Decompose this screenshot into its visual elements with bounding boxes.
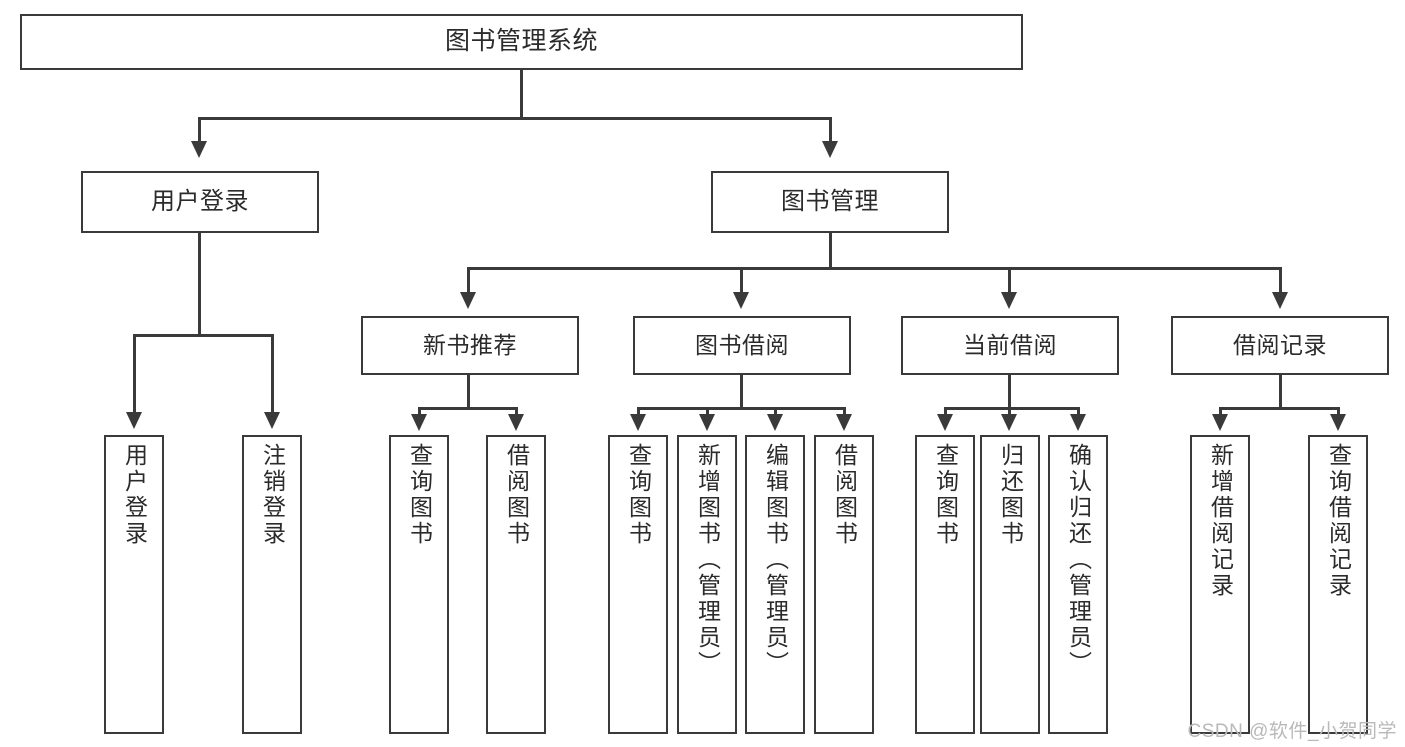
watermark-text: CSDN @软件_小贺同学: [1187, 721, 1397, 742]
connector-book-manage-stem: [829, 233, 832, 269]
arrow-br-leaf-2: [1330, 414, 1346, 431]
connector-cb-drop-3: [1077, 407, 1080, 415]
node-root-system[interactable]: 图书管理系统: [20, 14, 1023, 70]
connector-nbr-drop-2: [515, 407, 518, 415]
node-user-login[interactable]: 用户登录: [81, 171, 319, 233]
connector-user-login-bar: [133, 334, 272, 337]
leaf-cb-return-book[interactable]: 归还图书: [980, 435, 1040, 734]
node-label: 借阅图书: [503, 443, 530, 547]
leaf-br-add-record[interactable]: 新增借阅记录: [1190, 435, 1250, 734]
node-label: 注销登录: [259, 443, 286, 547]
connector-bb-stem: [740, 375, 743, 409]
node-label: 查询图书: [406, 443, 433, 547]
node-label: 图书借阅: [695, 331, 789, 358]
arrow-bm-borrow-record: [1272, 292, 1288, 309]
node-label: 确认归还（管理员）: [1065, 443, 1092, 677]
node-label: 查询图书: [932, 443, 959, 547]
arrow-bm-current-borrow: [1001, 292, 1017, 309]
connector-cb-stem: [1008, 375, 1011, 409]
arrow-nbr-leaf-1: [411, 414, 427, 431]
connector-cb-drop-2: [1008, 407, 1011, 415]
connector-root-to-user-login: [198, 117, 201, 143]
node-label: 新书推荐: [423, 331, 517, 358]
connector-bm-drop-2: [740, 267, 743, 293]
arrow-cb-leaf-2: [1001, 414, 1017, 431]
node-book-borrow[interactable]: 图书借阅: [633, 316, 851, 375]
arrow-user-login-leaf-1: [126, 412, 142, 429]
connector-br-drop-2: [1337, 407, 1340, 415]
connector-nbr-drop-1: [418, 407, 421, 415]
arrow-bb-leaf-3: [767, 414, 783, 431]
node-borrow-record[interactable]: 借阅记录: [1171, 316, 1389, 375]
node-new-book-recommend[interactable]: 新书推荐: [361, 316, 579, 375]
node-label: 用户登录: [151, 187, 249, 215]
connector-bb-drop-3: [774, 407, 777, 415]
arrow-bb-leaf-4: [836, 414, 852, 431]
arrow-root-to-user-login: [191, 141, 207, 158]
leaf-cb-query-book[interactable]: 查询图书: [915, 435, 975, 734]
connector-user-login-drop-1: [133, 334, 136, 413]
leaf-bb-query-book[interactable]: 查询图书: [608, 435, 668, 734]
node-label: 归还图书: [997, 443, 1024, 547]
connector-nbr-bar: [418, 407, 517, 410]
connector-user-login-stem: [198, 233, 201, 336]
arrow-user-login-leaf-2: [264, 412, 280, 429]
connector-user-login-drop-2: [271, 334, 274, 413]
node-label: 查询图书: [625, 443, 652, 547]
node-label: 新增图书（管理员）: [694, 443, 721, 677]
node-label: 查询借阅记录: [1325, 443, 1352, 599]
connector-bb-drop-4: [843, 407, 846, 415]
leaf-bb-borrow-book[interactable]: 借阅图书: [814, 435, 874, 734]
arrow-br-leaf-1: [1212, 414, 1228, 431]
connector-bm-drop-3: [1008, 267, 1011, 293]
leaf-nbr-query-book[interactable]: 查询图书: [389, 435, 449, 734]
connector-cb-drop-1: [944, 407, 947, 415]
arrow-bb-leaf-1: [630, 414, 646, 431]
arrow-cb-leaf-3: [1070, 414, 1086, 431]
connector-root-stem: [520, 70, 523, 118]
leaf-user-login-login[interactable]: 用户登录: [104, 435, 164, 734]
arrow-root-to-book-manage: [822, 141, 838, 158]
node-book-manage[interactable]: 图书管理: [711, 171, 949, 233]
leaf-bb-add-book-admin[interactable]: 新增图书（管理员）: [677, 435, 737, 734]
node-label: 图书管理: [781, 187, 879, 215]
leaf-br-query-record[interactable]: 查询借阅记录: [1308, 435, 1368, 734]
arrow-bm-book-borrow: [733, 292, 749, 309]
connector-bb-drop-2: [706, 407, 709, 415]
connector-nbr-stem: [467, 375, 470, 409]
arrow-bm-new-book: [460, 292, 476, 309]
node-current-borrow[interactable]: 当前借阅: [901, 316, 1119, 375]
node-label: 借阅记录: [1233, 331, 1327, 358]
node-label: 编辑图书（管理员）: [762, 443, 789, 677]
node-label: 用户登录: [121, 443, 148, 547]
arrow-cb-leaf-1: [937, 414, 953, 431]
leaf-nbr-borrow-book[interactable]: 借阅图书: [486, 435, 546, 734]
leaf-cb-confirm-return-admin[interactable]: 确认归还（管理员）: [1048, 435, 1108, 734]
connector-root-to-book-manage: [829, 117, 832, 143]
node-label: 当前借阅: [963, 331, 1057, 358]
arrow-bb-leaf-2: [699, 414, 715, 431]
connector-root-bar: [198, 117, 832, 120]
arrow-nbr-leaf-2: [508, 414, 524, 431]
node-label: 图书管理系统: [444, 27, 598, 56]
connector-br-bar: [1219, 407, 1339, 410]
node-label: 新增借阅记录: [1207, 443, 1234, 599]
connector-book-manage-bar: [467, 267, 1281, 270]
connector-bb-bar: [637, 407, 845, 410]
leaf-user-login-logout[interactable]: 注销登录: [242, 435, 302, 734]
connector-bb-drop-1: [637, 407, 640, 415]
connector-bm-drop-1: [467, 267, 470, 293]
connector-br-stem: [1279, 375, 1282, 409]
connector-bm-drop-4: [1279, 267, 1282, 293]
leaf-bb-edit-book-admin[interactable]: 编辑图书（管理员）: [745, 435, 805, 734]
connector-cb-bar: [944, 407, 1079, 410]
connector-br-drop-1: [1219, 407, 1222, 415]
node-label: 借阅图书: [831, 443, 858, 547]
